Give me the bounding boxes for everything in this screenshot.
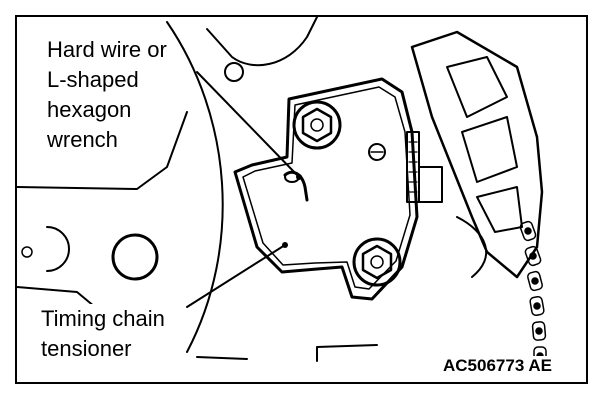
block-outline-left — [17, 111, 188, 190]
callout-wrench-line-3: hexagon — [47, 97, 132, 122]
chain-guide-slot-1 — [446, 56, 508, 118]
timing-chain — [519, 220, 547, 366]
leader-tensioner-dot — [282, 242, 288, 248]
chain-guide-slot-2 — [461, 116, 518, 183]
callout-tensioner: Timing chain tensioner — [41, 304, 165, 364]
small-hole-left — [21, 246, 33, 258]
diagram-frame: Hard wire or L-shaped hexagon wrench Tim… — [15, 15, 588, 384]
block-outline-bottom-right — [316, 344, 378, 362]
upper-bolt — [292, 100, 342, 150]
tensioner-body-inner — [242, 86, 411, 290]
leader-wrench — [196, 71, 300, 178]
leader-wrench-dot — [296, 174, 302, 180]
left-half-circle — [46, 226, 70, 272]
figure-id: AC506773 AE — [441, 356, 554, 376]
tensioner-body-outer — [233, 77, 419, 301]
hard-wire — [283, 170, 309, 202]
callout-tensioner-line-1: Timing chain — [41, 306, 165, 331]
chain-guide-outer — [410, 30, 544, 279]
chain-guide-lower — [456, 216, 488, 278]
chain-guide-slot-3 — [476, 186, 523, 233]
block-outline-upper — [206, 17, 318, 67]
small-fitting — [368, 143, 386, 161]
callout-wrench-line-4: wrench — [47, 127, 118, 152]
leader-tensioner — [186, 244, 286, 308]
round-boss-left — [111, 233, 159, 281]
lower-bolt — [352, 237, 402, 287]
callout-tensioner-line-2: tensioner — [41, 336, 132, 361]
callout-wrench-line-1: Hard wire or — [47, 37, 167, 62]
block-outline-bottom — [196, 356, 248, 360]
small-hole-top — [224, 62, 244, 82]
callout-wrench: Hard wire or L-shaped hexagon wrench — [47, 35, 167, 155]
block-outline-arc — [166, 21, 224, 353]
callout-wrench-line-2: L-shaped — [47, 67, 139, 92]
tensioner-plunger-cap — [418, 166, 443, 203]
